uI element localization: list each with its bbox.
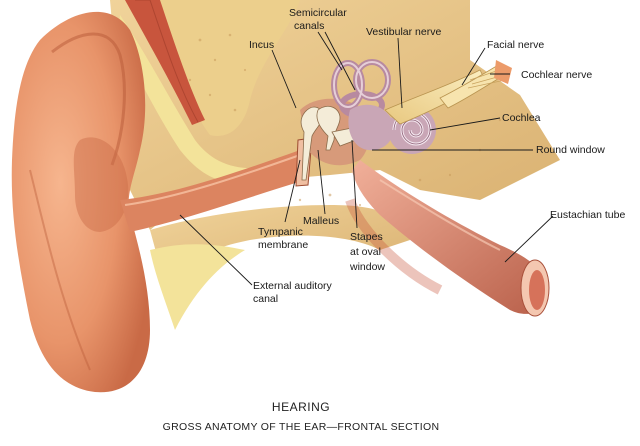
lower-fat xyxy=(150,244,245,330)
label-facial-nerve: Facial nerve xyxy=(487,39,544,51)
label-stapes-line1: Stapes xyxy=(350,231,383,243)
label-semicircular-canals-line2: canals xyxy=(294,20,324,32)
label-eustachian-tube: Eustachian tube xyxy=(550,209,625,221)
label-stapes-line3: window xyxy=(349,261,385,273)
label-tympanic-membrane-line2: membrane xyxy=(258,239,308,251)
caption-subtitle: GROSS ANATOMY OF THE EAR—FRONTAL SECTION xyxy=(163,421,440,433)
label-cochlea: Cochlea xyxy=(502,112,541,124)
label-incus: Incus xyxy=(249,39,274,51)
label-stapes-line2: at oval xyxy=(350,246,381,258)
label-malleus: Malleus xyxy=(303,215,339,227)
label-cochlear-nerve: Cochlear nerve xyxy=(521,69,592,81)
label-external-auditory-canal-line1: External auditory xyxy=(253,280,333,292)
label-vestibular-nerve: Vestibular nerve xyxy=(366,26,441,38)
label-round-window: Round window xyxy=(536,144,605,156)
label-tympanic-membrane-line1: Tympanic xyxy=(258,226,303,238)
label-semicircular-canals-line1: Semicircular xyxy=(289,7,347,19)
caption-title: HEARING xyxy=(272,400,330,414)
label-external-auditory-canal-line2: canal xyxy=(253,293,278,305)
